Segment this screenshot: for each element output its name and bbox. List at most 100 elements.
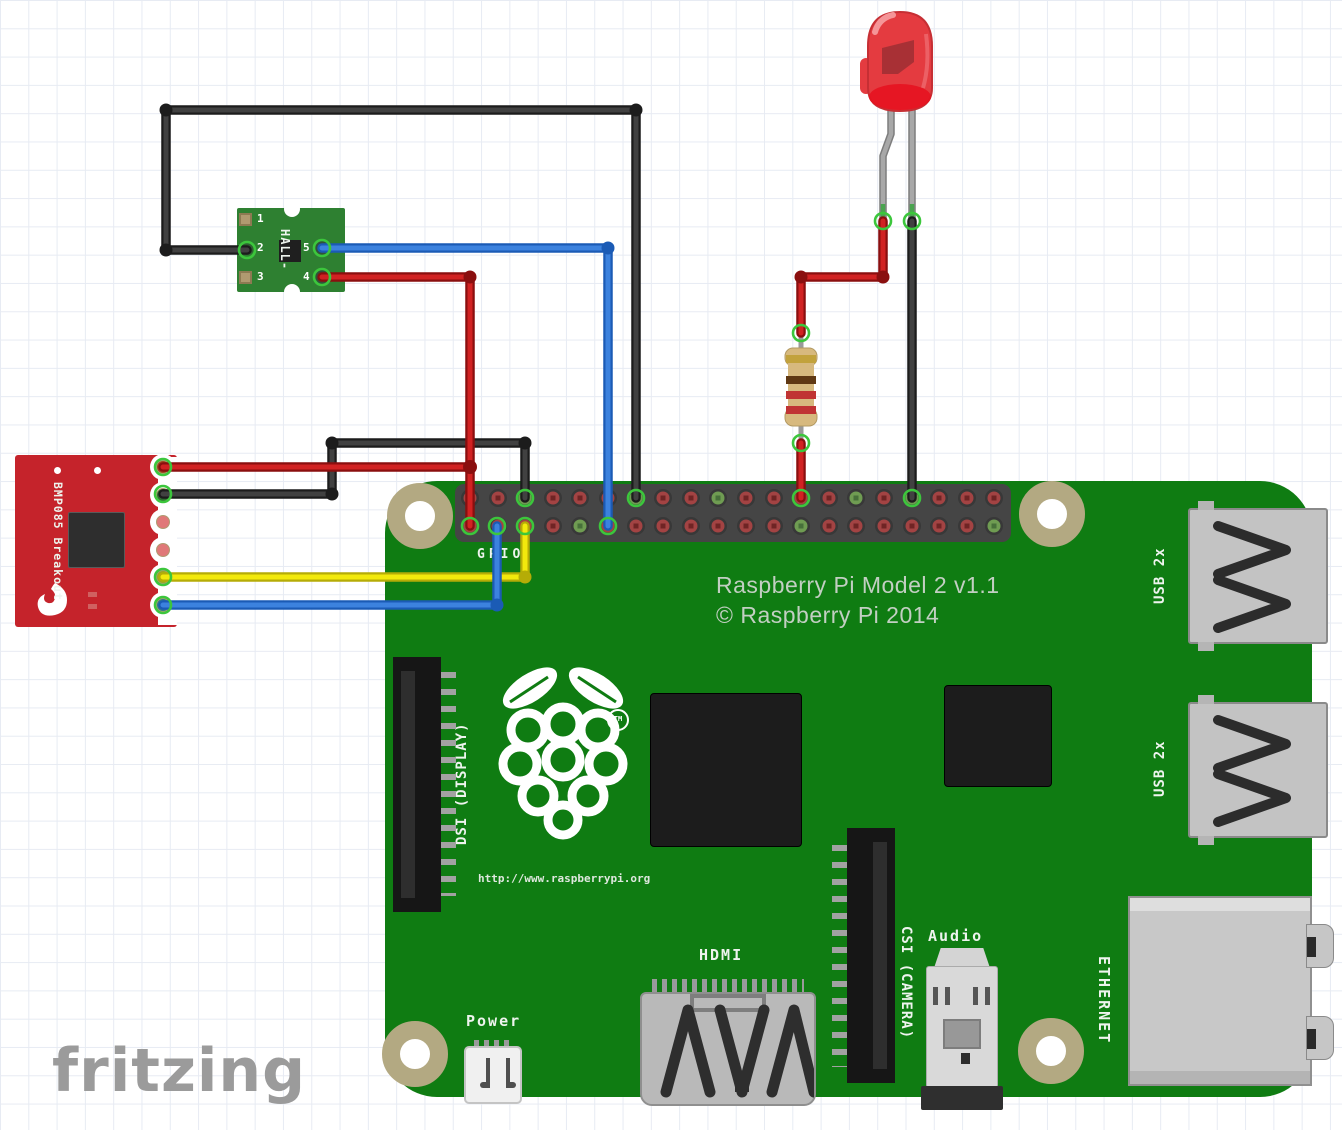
dsi-slot: [401, 671, 415, 898]
ethernet-clip-notch: [1307, 1029, 1316, 1049]
resistor-band: [786, 406, 816, 414]
led-highlight: [921, 33, 930, 89]
wire-red-6[interactable]: [794, 216, 890, 338]
red-led[interactable]: [860, 10, 933, 221]
power-connector[interactable]: [464, 1046, 522, 1104]
bmp-mark: [88, 604, 97, 609]
usb-tab: [1198, 501, 1214, 510]
wire-bend-point[interactable]: [159, 243, 173, 257]
audio-block: [943, 1019, 981, 1049]
bmp085-breakout-board[interactable]: [15, 455, 177, 627]
bmp-mark: [88, 592, 97, 597]
resistor-cap: [784, 347, 818, 367]
ethernet-clip: [1306, 924, 1334, 968]
hdmi-connector[interactable]: [640, 992, 820, 1106]
board-url: http://www.raspberrypi.org: [478, 872, 651, 885]
led-flange: [860, 58, 872, 94]
gpio-label: GPIO: [477, 547, 525, 562]
bmp-pad-hole-5[interactable]: [156, 570, 170, 584]
wire-bend-point[interactable]: [463, 270, 477, 284]
csi-slot: [873, 842, 887, 1069]
usb-tab: [1198, 836, 1214, 845]
hall-pad-4[interactable]: [315, 270, 329, 284]
ethernet-connector[interactable]: [1128, 896, 1312, 1086]
resistor-bands: [786, 355, 816, 414]
audio-jack[interactable]: [926, 966, 998, 1088]
bmp085-label: BMP085 Breakout: [51, 481, 65, 601]
audio-label: Audio: [928, 927, 984, 945]
usb-lan-chip[interactable]: [944, 685, 1052, 787]
resistor-band: [786, 376, 816, 384]
bmp-pad-hole-1[interactable]: [156, 460, 170, 474]
wire-bend-point[interactable]: [325, 487, 339, 501]
wire-bend-point[interactable]: [629, 103, 643, 117]
led-inner-shadow: [882, 40, 914, 74]
hall-pin-number: 5: [303, 241, 310, 254]
wire-bend-point[interactable]: [518, 436, 532, 450]
soc-chip[interactable]: [650, 693, 802, 847]
wire-bend-point[interactable]: [463, 460, 477, 474]
hdmi-label: HDMI: [699, 946, 744, 964]
sparkfun-flame-icon: [37, 583, 67, 616]
ethernet-bottom-face: [1130, 1071, 1310, 1084]
power-pin: [486, 1058, 490, 1088]
mounting-hole: [1018, 1018, 1084, 1084]
usb-port-bottom[interactable]: [1188, 695, 1328, 845]
led-anode-leg: [879, 106, 895, 221]
usb-bottom-label: USB 2x: [1152, 740, 1168, 798]
power-pin-foot: [480, 1082, 490, 1088]
dsi-pins: [441, 672, 456, 896]
resistor-band: [786, 391, 816, 399]
ethernet-clip-notch: [1307, 937, 1316, 957]
wire-black-0[interactable]: [159, 103, 643, 503]
trademark-icon: TM: [607, 709, 629, 731]
bmp-pad-hole-6[interactable]: [156, 597, 170, 612]
raspberry-pi-logo-icon: [498, 667, 628, 840]
ethernet-top-face: [1130, 898, 1310, 911]
audio-jack-top: [934, 948, 990, 968]
resistor-cap: [784, 407, 818, 427]
hall-pad-2[interactable]: [240, 241, 254, 255]
usb-tab: [1198, 642, 1214, 651]
wire-bend-point[interactable]: [794, 270, 808, 284]
hall-sensor-label: HALL-: [278, 229, 292, 271]
hall-pad-5[interactable]: [315, 241, 329, 255]
bmp-dot: [54, 467, 61, 474]
power-teeth: [474, 1040, 512, 1047]
wire-bend-point[interactable]: [601, 241, 615, 255]
wire-bend-point[interactable]: [159, 103, 173, 117]
wire-junction[interactable]: [463, 460, 477, 474]
terminal-ring: [873, 211, 893, 231]
hdmi-pin-slots: [660, 994, 820, 1098]
power-label: Power: [466, 1012, 522, 1030]
csi-connector[interactable]: [847, 828, 895, 1083]
hall-pad-3[interactable]: [239, 271, 252, 284]
csi-pins: [832, 845, 847, 1067]
dsi-connector[interactable]: [393, 657, 441, 912]
audio-pin: [933, 987, 938, 1005]
bmp-pad-hole-3[interactable]: [156, 515, 170, 529]
resistor-band: [786, 355, 816, 363]
bmp-pad-hole-4[interactable]: [156, 542, 170, 557]
usb-pin-slots: [1213, 521, 1291, 633]
resistor[interactable]: [784, 333, 818, 443]
wire-bend-point[interactable]: [325, 436, 339, 450]
audio-pin: [985, 987, 990, 1005]
wire-red-5[interactable]: [317, 270, 477, 475]
ethernet-label: ETHERNET: [1095, 955, 1113, 1045]
bmp-pad-hole-2[interactable]: [156, 487, 170, 502]
hall-pad-1[interactable]: [239, 213, 252, 226]
hall-pin-number: 2: [257, 241, 264, 254]
usb-port-top[interactable]: [1188, 501, 1328, 651]
hall-pin-number: 1: [257, 212, 264, 225]
led-bulb: [867, 10, 933, 113]
audio-pin: [945, 987, 950, 1005]
wire-bend-point[interactable]: [876, 270, 890, 284]
led-rim: [869, 84, 931, 110]
audio-jack-base: [921, 1086, 1003, 1110]
led-highlight: [872, 12, 896, 35]
power-pin-foot: [506, 1082, 516, 1088]
hall-pin-number: 3: [257, 270, 264, 283]
gpio-header[interactable]: [455, 484, 1011, 542]
